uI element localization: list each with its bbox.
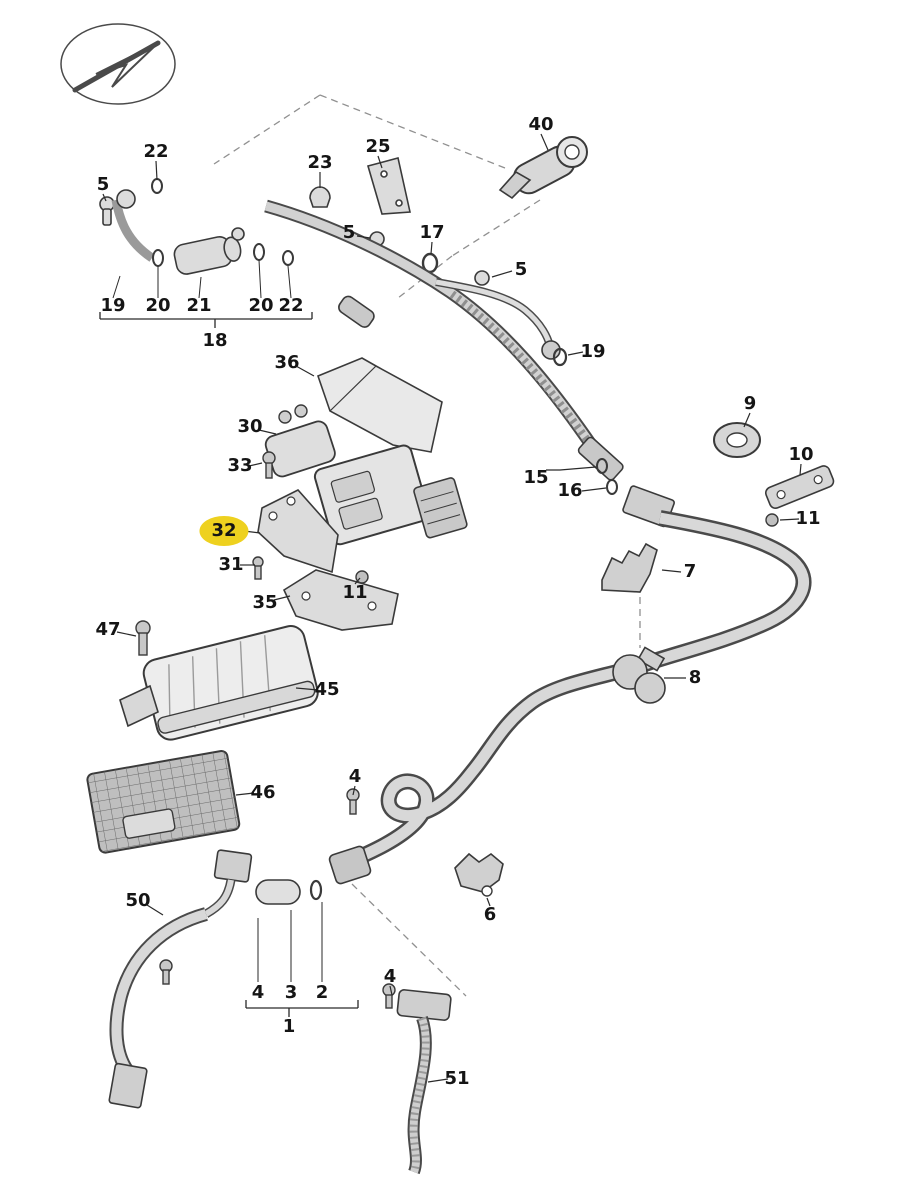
bolt-31 (252, 556, 264, 580)
part-label-5-b[interactable]: 5 (342, 222, 356, 243)
fuel-supply-pipe (264, 199, 598, 450)
pump-assembly-18 (99, 157, 490, 286)
part-label-1[interactable]: 1 (282, 1016, 296, 1037)
bolt-47 (135, 620, 151, 656)
pipe-connector-15-16 (577, 436, 675, 528)
mounting-bracket-32 (257, 489, 339, 574)
part-label-40[interactable]: 40 (528, 114, 554, 135)
part-label-22-b[interactable]: 22 (278, 295, 304, 316)
construction-lines (213, 94, 641, 997)
part-label-9[interactable]: 9 (743, 393, 757, 414)
group-bracket-18 (99, 259, 313, 328)
control-unit-45 (119, 625, 319, 741)
part-label-4-c[interactable]: 4 (383, 966, 397, 987)
part-label-16[interactable]: 16 (557, 480, 583, 501)
part-label-18[interactable]: 18 (202, 330, 228, 351)
connector-assembly-1 (203, 788, 360, 918)
part-label-51[interactable]: 51 (444, 1068, 470, 1089)
bolt-33 (262, 451, 276, 479)
part-label-46[interactable]: 46 (250, 782, 276, 803)
hose-50 (108, 907, 208, 1109)
part-label-21[interactable]: 21 (186, 295, 212, 316)
part-label-17[interactable]: 17 (419, 222, 445, 243)
grommet-9 (713, 422, 761, 458)
hose-51 (382, 983, 452, 1175)
part-label-45[interactable]: 45 (314, 679, 340, 700)
leader-lines (102, 133, 802, 1083)
part-label-19-a[interactable]: 19 (100, 295, 126, 316)
part-label-5-a[interactable]: 5 (96, 174, 110, 195)
control-module (313, 444, 468, 546)
heat-shield-36 (316, 357, 443, 453)
brand-logo-icon (60, 23, 176, 105)
part-label-22-a[interactable]: 22 (143, 141, 169, 162)
part-label-2[interactable]: 2 (315, 982, 329, 1003)
part-label-47[interactable]: 47 (95, 619, 121, 640)
part-label-8[interactable]: 8 (688, 667, 702, 688)
part-label-36[interactable]: 36 (274, 352, 300, 373)
part-label-20-b[interactable]: 20 (248, 295, 274, 316)
part-label-11-b[interactable]: 11 (342, 582, 368, 603)
part-label-23[interactable]: 23 (307, 152, 333, 173)
part-label-15[interactable]: 15 (523, 467, 549, 488)
part-label-3[interactable]: 3 (284, 982, 298, 1003)
controller-46 (86, 750, 241, 854)
retainer-clamp-8 (612, 646, 666, 704)
part-label-10[interactable]: 10 (788, 444, 814, 465)
sensor-40 (498, 136, 588, 200)
group-bracket-1 (245, 902, 359, 1017)
part-label-32-highlighted[interactable]: 32 (199, 516, 249, 546)
part-label-30[interactable]: 30 (237, 416, 263, 437)
bracket-10 (764, 465, 835, 527)
part-label-5-c[interactable]: 5 (514, 259, 528, 280)
hose-clamp-6 (454, 852, 504, 897)
retainer-bracket-7 (601, 542, 658, 593)
part-label-20-a[interactable]: 20 (145, 295, 171, 316)
part-label-4-a[interactable]: 4 (348, 766, 362, 787)
part-label-19-b[interactable]: 19 (580, 341, 606, 362)
main-fuel-hose (328, 510, 812, 885)
part-label-7[interactable]: 7 (683, 561, 697, 582)
part-label-11-a[interactable]: 11 (795, 508, 821, 529)
part-label-25[interactable]: 25 (365, 136, 391, 157)
part-label-31[interactable]: 31 (218, 554, 244, 575)
part-label-4-b[interactable]: 4 (251, 982, 265, 1003)
part-label-33[interactable]: 33 (227, 455, 253, 476)
fuel-return-line (435, 278, 568, 367)
part-label-6[interactable]: 6 (483, 904, 497, 925)
part-label-35[interactable]: 35 (252, 592, 278, 613)
part-label-50[interactable]: 50 (125, 890, 151, 911)
mounting-bracket-35 (282, 569, 399, 631)
